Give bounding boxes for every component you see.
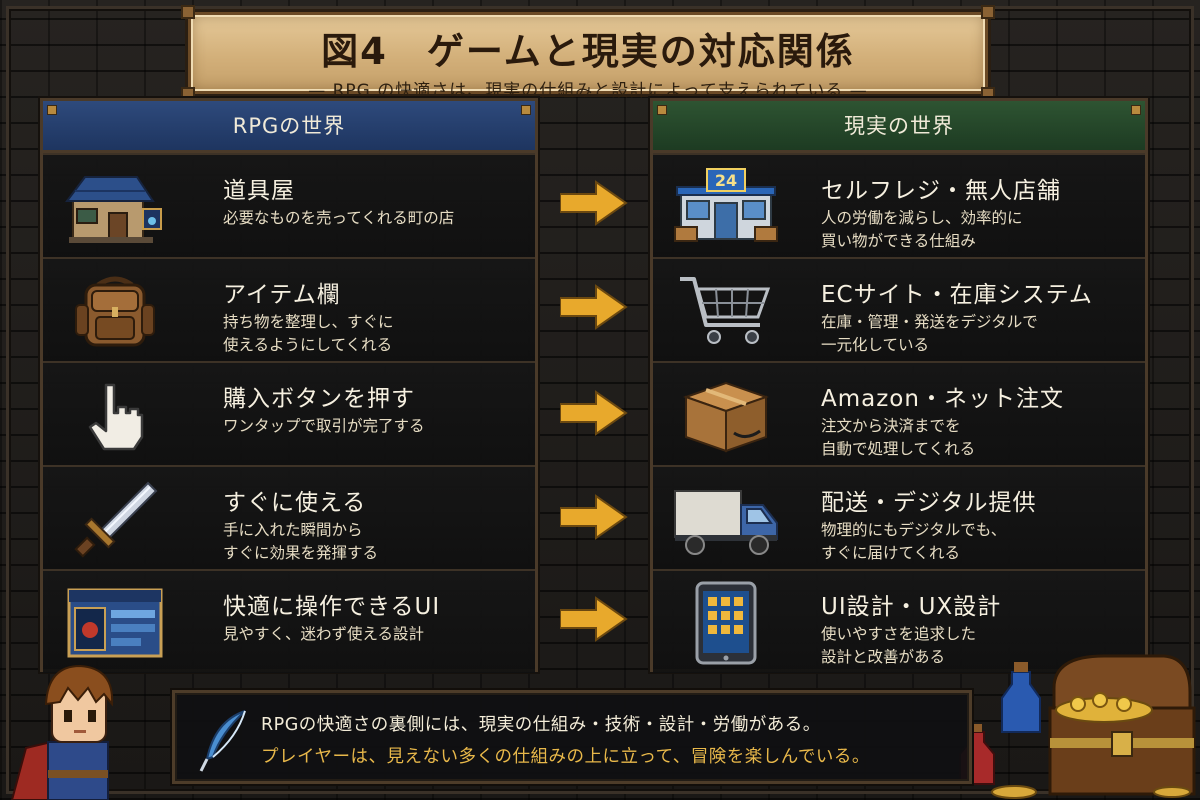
- rpg-item-title: 快適に操作できるUI: [223, 594, 441, 620]
- tablet-icon: [671, 581, 781, 665]
- arrow-right-icon: [560, 284, 628, 330]
- pointer-hand-icon: [65, 375, 165, 455]
- rpg-item-title: 購入ボタンを押す: [223, 386, 415, 412]
- description-line: 買い物ができる仕組み: [821, 232, 976, 250]
- description-line: 人の労働を減らし、効率的に: [821, 209, 1023, 227]
- description-line: 自動で処理してくれる: [821, 440, 976, 458]
- description-line: 手に入れた瞬間から: [223, 521, 363, 539]
- real-self-checkout-row: 24 セルフレジ・無人店舗 人の労働を減らし、効率的に 買い物ができる仕組み: [653, 153, 1145, 257]
- rpg-instant-use-row: すぐに使える 手に入れた瞬間から すぐに効果を発揮する: [43, 465, 535, 569]
- arrow-right-icon: [560, 180, 628, 226]
- banner-corner-rivet: [981, 5, 995, 19]
- description-line: ワンタップで取引が完了する: [223, 417, 425, 435]
- real-item-description: 在庫・管理・発送をデジタルで 一元化している: [821, 311, 1038, 357]
- package-box-icon: [671, 375, 781, 455]
- rpg-item-title: アイテム欄: [223, 282, 341, 308]
- description-line: 設計と改善がある: [821, 648, 946, 666]
- rpg-world-column: RPGの世界 道具屋 必要なものを売ってくれる町の店: [40, 98, 538, 673]
- description-line: 持ち物を整理し、すぐに: [223, 313, 394, 331]
- description-line: 物理的にもデジタルでも、: [821, 521, 1007, 539]
- hero-character-icon: [10, 664, 114, 800]
- summary-line-1: RPGの快適さの裏側には、現実の仕組み・技術・設計・労働がある。: [261, 715, 821, 735]
- real-item-description: 注文から決済までを 自動で処理してくれる: [821, 415, 975, 461]
- game-menu-window-icon: [65, 583, 165, 663]
- title-banner: 図4 ゲームと現実の対応関係 — RPG の快適さは、現実の仕組みと設計によって…: [181, 5, 995, 101]
- description-line: 在庫・管理・発送をデジタルで: [821, 313, 1038, 331]
- real-item-title: UI設計・UX設計: [821, 594, 1002, 620]
- real-item-description: 使いやすさを追求した 設計と改善がある: [821, 623, 976, 669]
- shopping-cart-icon: [671, 271, 781, 351]
- page-subtitle: — RPG の快適さは、現実の仕組みと設計によって支えられている —: [308, 81, 868, 101]
- delivery-truck-icon: [671, 479, 781, 559]
- real-item-title: 配送・デジタル提供: [821, 490, 1037, 516]
- description-line: 必要なものを売ってくれる町の店: [223, 209, 455, 227]
- real-item-title: Amazon・ネット注文: [821, 386, 1064, 412]
- item-shop-icon: [65, 167, 165, 247]
- quill-feather-icon: [199, 710, 246, 772]
- page-title: 図4 ゲームと現実の対応関係: [321, 30, 855, 73]
- real-item-description: 人の労働を減らし、効率的に 買い物ができる仕組み: [821, 207, 1023, 253]
- real-online-order-row: Amazon・ネット注文 注文から決済までを 自動で処理してくれる: [653, 361, 1145, 465]
- rpg-comfortable-ui-row: 快適に操作できるUI 見やすく、迷わず使える設計: [43, 569, 535, 673]
- rpg-item-title: すぐに使える: [223, 490, 367, 516]
- real-item-title: セルフレジ・無人店舗: [821, 178, 1061, 204]
- description-line: すぐに届けてくれる: [821, 544, 961, 562]
- description-line: 使えるようにしてくれる: [223, 336, 393, 354]
- sword-icon: [65, 479, 165, 559]
- rpg-inventory-row: アイテム欄 持ち物を整理し、すぐに 使えるようにしてくれる: [43, 257, 535, 361]
- description-line: すぐに効果を発揮する: [223, 544, 379, 562]
- store-sign-number: 24: [715, 171, 737, 190]
- rpg-item-description: ワンタップで取引が完了する: [223, 415, 425, 438]
- real-ec-site-row: ECサイト・在庫システム 在庫・管理・発送をデジタルで 一元化している: [653, 257, 1145, 361]
- real-item-description: 物理的にもデジタルでも、 すぐに届けてくれる: [821, 519, 1006, 565]
- description-line: 見やすく、迷わず使える設計: [223, 625, 425, 643]
- rpg-item-description: 手に入れた瞬間から すぐに効果を発揮する: [223, 519, 378, 565]
- convenience-store-icon: 24: [671, 167, 781, 247]
- rpg-item-description: 見やすく、迷わず使える設計: [223, 623, 424, 646]
- rpg-item-description: 持ち物を整理し、すぐに 使えるようにしてくれる: [223, 311, 394, 357]
- real-item-title: ECサイト・在庫システム: [821, 282, 1093, 308]
- rpg-world-header: RPGの世界: [43, 101, 535, 153]
- rpg-item-shop-row: 道具屋 必要なものを売ってくれる町の店: [43, 153, 535, 257]
- real-world-column: 現実の世界 24 セルフレジ・無人店舗 人の労働を減らし、効率的に 買い物ができ…: [650, 98, 1148, 673]
- rpg-item-title: 道具屋: [223, 178, 295, 204]
- rpg-item-description: 必要なものを売ってくれる町の店: [223, 207, 454, 230]
- arrow-right-icon: [560, 390, 628, 436]
- backpack-icon: [65, 271, 165, 351]
- description-line: 使いやすさを追求した: [821, 625, 977, 643]
- arrow-right-icon: [560, 494, 628, 540]
- real-ui-ux-design-row: UI設計・UX設計 使いやすさを追求した 設計と改善がある: [653, 569, 1145, 673]
- description-line: 注文から決済までを: [821, 417, 961, 435]
- rpg-buy-button-row: 購入ボタンを押す ワンタップで取引が完了する: [43, 361, 535, 465]
- summary-note-box: RPGの快適さの裏側には、現実の仕組み・技術・設計・労働がある。 プレイヤーは、…: [172, 690, 972, 784]
- summary-line-2: プレイヤーは、見えない多くの仕組みの上に立って、冒険を楽しんでいる。: [261, 747, 870, 767]
- description-line: 一元化している: [821, 336, 930, 354]
- arrow-right-icon: [560, 596, 628, 642]
- real-world-header: 現実の世界: [653, 101, 1145, 153]
- banner-corner-rivet: [181, 5, 195, 19]
- real-delivery-row: 配送・デジタル提供 物理的にもデジタルでも、 すぐに届けてくれる: [653, 465, 1145, 569]
- treasure-chest-icon: [959, 654, 1196, 799]
